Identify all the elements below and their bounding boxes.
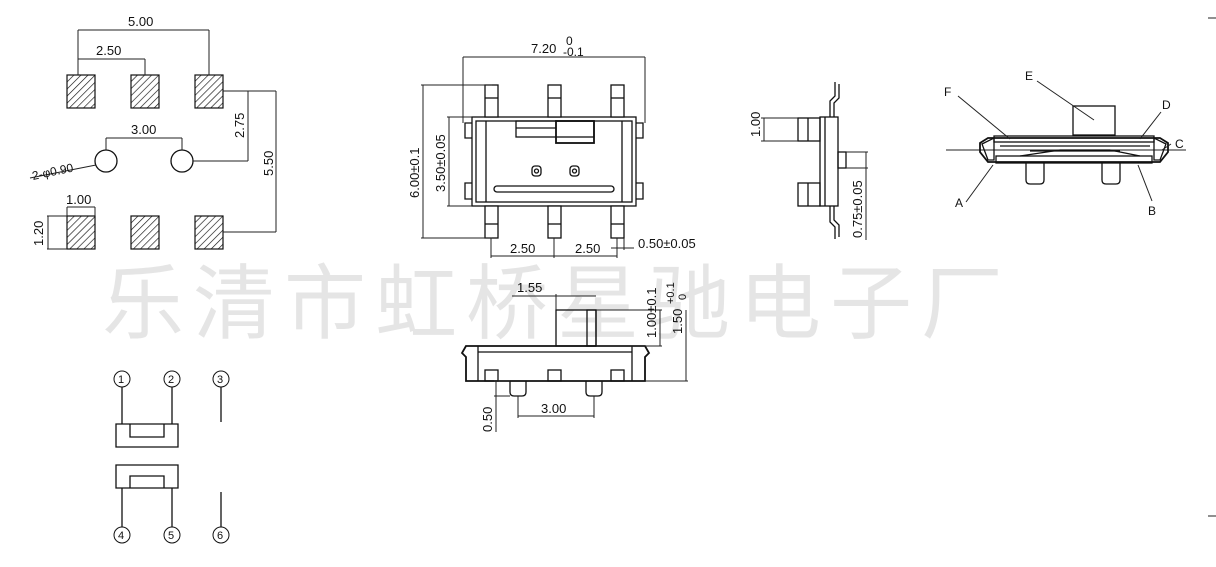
dim-front-height: 6.00±0.1 xyxy=(407,147,422,198)
dim-peg-height: 0.50 xyxy=(480,407,495,432)
section-label-b: B xyxy=(1148,204,1156,218)
dim-front-width-tol-upper: 0 xyxy=(566,34,573,48)
side-view: 1.00 0.75±0.05 xyxy=(748,82,868,240)
dim-front-pitch-left: 2.50 xyxy=(510,241,535,256)
dim-side-thickness: 0.75±0.05 xyxy=(850,180,865,238)
profile-view: 1.55 1.00±0.1 1.50 +0.1 0 0.50 3.00 xyxy=(460,280,689,432)
slider-knob xyxy=(555,120,595,144)
section-view: E F D C A B xyxy=(944,69,1186,218)
dim-pin-width: 0.50±0.05 xyxy=(638,236,696,251)
pin-label-4: 4 xyxy=(118,530,124,542)
contact-bridge-lower xyxy=(115,464,179,489)
dim-hole-diameter: 2-φ0.90 xyxy=(31,160,75,182)
contact-bridge-upper xyxy=(115,423,179,448)
dim-front-width: 7.20 xyxy=(531,41,556,56)
dim-row-offset: 2.75 xyxy=(232,113,247,138)
dim-footprint-width: 5.00 xyxy=(128,14,153,29)
front-top-pins xyxy=(484,84,625,118)
mounting-hole-left xyxy=(94,149,118,173)
section-label-d: D xyxy=(1162,98,1171,112)
pin-label-6: 6 xyxy=(217,530,223,542)
pin-label-5: 5 xyxy=(168,530,174,542)
pad-top-1 xyxy=(66,74,96,109)
pad-top-3 xyxy=(194,74,224,109)
footprint-view: 5.00 2.50 3.00 2-φ0.90 2.75 5.50 1.00 1.… xyxy=(29,14,277,250)
pin-label-1: 1 xyxy=(118,374,124,386)
dim-row-pitch: 5.50 xyxy=(261,151,276,176)
section-label-c: C xyxy=(1175,137,1184,151)
pad-top-2 xyxy=(130,74,160,109)
dim-side-lever: 1.00 xyxy=(748,112,763,137)
dim-front-width-tol-lower: -0.1 xyxy=(563,45,584,59)
pin-label-3: 3 xyxy=(217,374,223,386)
dim-total-height-tol-lower: 0 xyxy=(677,294,689,300)
dim-hole-spacing: 3.00 xyxy=(131,122,156,137)
pad-bottom-3 xyxy=(194,215,224,250)
dim-actuator-width: 1.55 xyxy=(517,280,542,295)
section-label-a: A xyxy=(955,196,963,210)
section-label-e: E xyxy=(1025,69,1033,83)
dim-actuator-height: 1.00±0.1 xyxy=(644,287,659,338)
dim-front-pitch-right: 2.50 xyxy=(575,241,600,256)
section-label-f: F xyxy=(944,85,951,99)
watermark-text: 乐清市虹桥星驰电子厂 xyxy=(102,259,1012,350)
mounting-hole-right xyxy=(170,149,194,173)
dim-peg-spacing: 3.00 xyxy=(541,401,566,416)
pad-bottom-2 xyxy=(130,215,160,250)
schematic-view: 1 2 3 4 5 6 xyxy=(113,370,230,544)
dim-footprint-pitch: 2.50 xyxy=(96,43,121,58)
pin-label-2: 2 xyxy=(168,374,174,386)
front-bottom-pins xyxy=(484,205,625,239)
dim-pad-width: 1.00 xyxy=(66,192,91,207)
dim-pad-height: 1.20 xyxy=(31,221,46,246)
pad-bottom-1 xyxy=(66,215,96,250)
front-view: 7.20 0 -0.1 6.00±0.1 3.50±0.05 2.50 2.50… xyxy=(407,34,696,258)
dim-body-height: 3.50±0.05 xyxy=(433,134,448,192)
dim-total-height-tol-upper: +0.1 xyxy=(665,282,677,304)
dim-total-height: 1.50 xyxy=(670,309,685,334)
